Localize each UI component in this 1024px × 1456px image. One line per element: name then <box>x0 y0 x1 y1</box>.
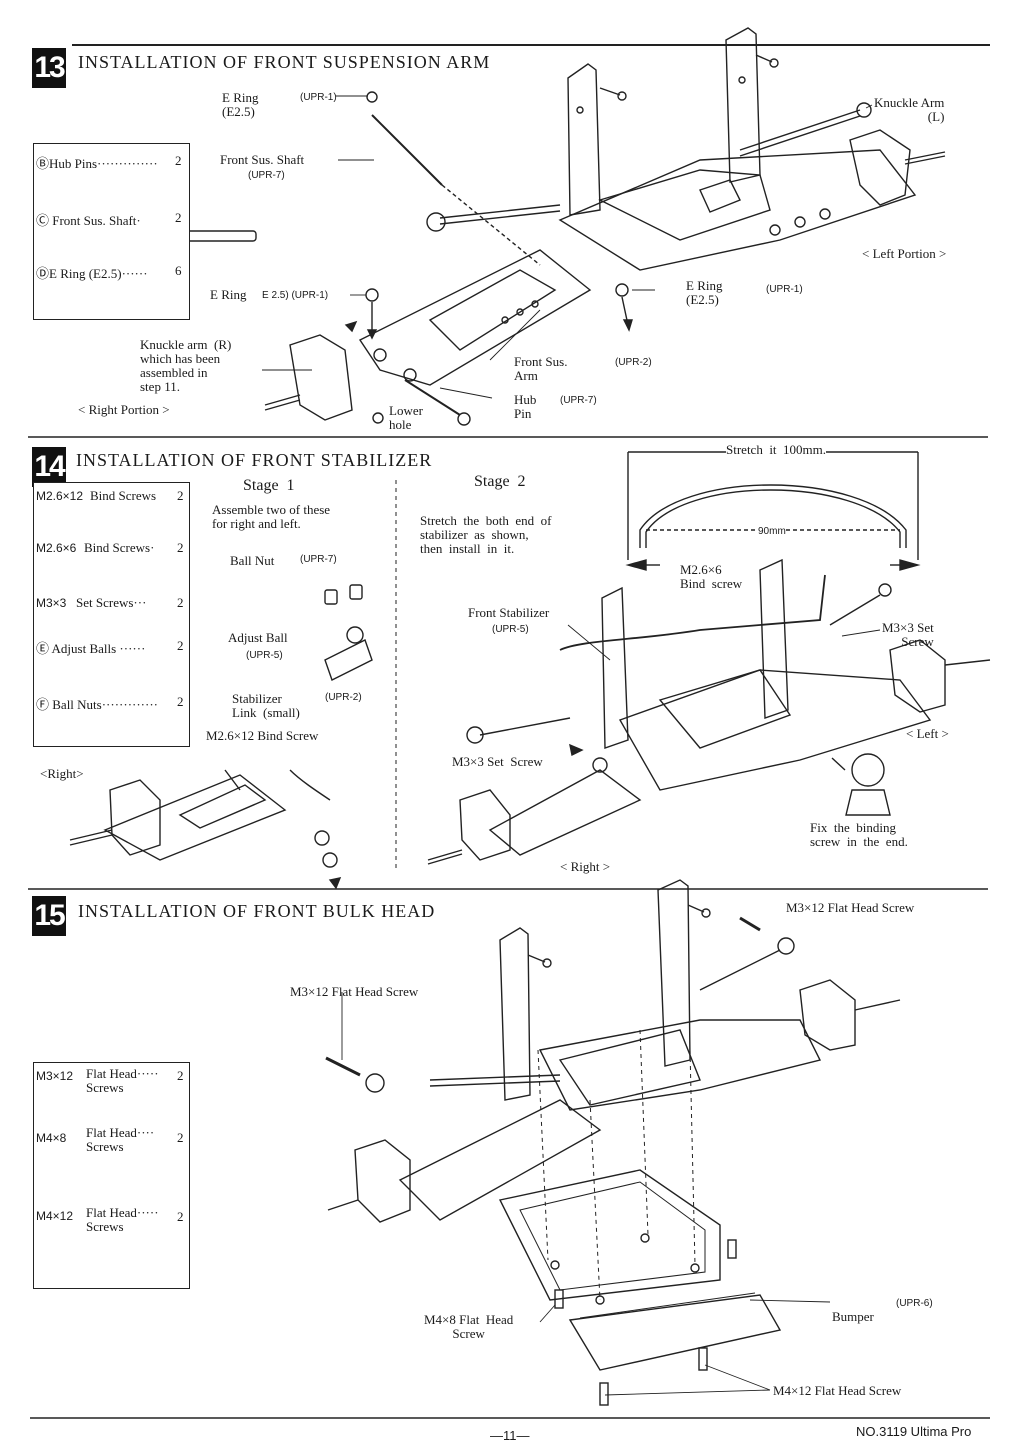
parts-item-name: Set Screws··· <box>76 595 147 610</box>
parts-list-15: M3×12 Flat Head····· Screws 2 M4×8 Flat … <box>33 1062 190 1289</box>
stage1-instructions: Assemble two of these for right and left… <box>212 502 331 531</box>
label-m4x8: M4×8 Flat Head Screw <box>424 1312 514 1341</box>
label-e-ring-right: E Ring (E2.5) <box>686 278 723 307</box>
parts-item-name: Bind Screws <box>90 488 157 503</box>
label-adjust-ball: Adjust Ball <box>228 630 288 645</box>
label-m3x12-top-right: M3×12 Flat Head Screw <box>786 900 915 915</box>
parts-item-qty: 2 <box>175 153 182 168</box>
label-e-ring-top: E Ring (E2.5) <box>222 90 259 119</box>
parts-item-qty: 2 <box>177 1209 184 1224</box>
label-stretch-100mm: Stretch it 100mm. <box>726 442 827 457</box>
parts-list-13: ⒷHub Pins·············· 2 Ⓒ Front Sus. S… <box>33 143 190 320</box>
parts-item-name: Ⓒ Front Sus. Shaft· <box>36 213 141 228</box>
label-ball-nut: Ball Nut <box>230 553 275 568</box>
stabilizer-stage1-drawing <box>69 584 373 890</box>
label-fix-binding-screw: Fix the binding screw in the end. <box>810 820 908 849</box>
parts-item-qty: 2 <box>177 540 184 555</box>
parts-item-qty: 2 <box>175 210 182 225</box>
label-knuckle-arm-l: Knuckle Arm (L) <box>874 95 945 124</box>
code-e-ring-top: (UPR-1) <box>300 92 337 103</box>
parts-item-name: Flat Head····· Screws <box>86 1066 159 1095</box>
parts-list-14: M2.6×12 Bind Screws 2 M2.6×6 Bind Screws… <box>33 482 190 747</box>
stage2-instructions: Stretch the both end of stabilizer as sh… <box>420 513 552 556</box>
code-bumper: (UPR-6) <box>896 1298 933 1309</box>
parts-item-code: M2.6×6 <box>36 541 77 555</box>
parts-item-name: Bind Screws· <box>84 540 155 555</box>
label-m4x12: M4×12 Flat Head Screw <box>773 1383 902 1398</box>
label-bind-screw-12: M2.6×12 Bind Screw <box>206 728 319 743</box>
parts-item-code: M2.6×12 <box>36 489 84 503</box>
code-hub-pin: (UPR-7) <box>560 395 597 406</box>
step-number-13: 13 <box>32 48 66 88</box>
label-right-2: < Right > <box>560 859 611 874</box>
parts-item-name: Flat Head····· Screws <box>86 1205 159 1234</box>
parts-item-name: Ⓔ Adjust Balls ······ <box>36 641 146 656</box>
code-front-sus-shaft: (UPR-7) <box>248 170 285 181</box>
step-number-14: 14 <box>32 447 66 487</box>
label-90mm: 90mm <box>758 526 786 537</box>
label-front-stabilizer: Front Stabilizer <box>468 605 550 620</box>
parts-item-qty: 2 <box>177 1130 184 1145</box>
label-e-ring-left: E Ring <box>210 287 247 302</box>
parts-item-qty: 2 <box>177 488 184 503</box>
parts-item-qty: 2 <box>177 595 184 610</box>
label-right-portion: < Right Portion > <box>78 402 170 417</box>
parts-item-code: M3×3 <box>36 596 67 610</box>
code-e-ring-right: (UPR-1) <box>766 284 803 295</box>
label-set-screw-right: M3×3 Set Screw <box>882 620 934 649</box>
parts-item-name: ⒹE Ring (E2.5)······ <box>36 266 148 281</box>
parts-item-name: ⒷHub Pins·············· <box>36 156 158 171</box>
parts-item-name: Ⓕ Ball Nuts············· <box>36 697 159 712</box>
label-m3x12-left: M3×12 Flat Head Screw <box>290 984 419 999</box>
section-title-14: INSTALLATION OF FRONT STABILIZER <box>76 450 433 470</box>
parts-item-qty: 6 <box>175 263 182 278</box>
front-bulk-head-drawing <box>325 879 901 1406</box>
label-left-portion: < Left Portion > <box>862 246 947 261</box>
model-number: NO.3119 Ultima Pro <box>856 1424 972 1439</box>
page-number: —11— <box>490 1428 530 1443</box>
parts-item-name: Flat Head···· Screws <box>86 1125 155 1154</box>
label-bumper: Bumper <box>832 1309 874 1324</box>
front-suspension-arm-drawing <box>264 27 946 426</box>
section-title-15: INSTALLATION OF FRONT BULK HEAD <box>78 901 436 921</box>
parts-item-qty: 2 <box>177 694 184 709</box>
stage1-heading: Stage 1 <box>243 477 295 494</box>
label-hub-pin: Hub Pin <box>514 392 537 421</box>
label-bind-screw-6: M2.6×6 Bind screw <box>680 562 743 591</box>
label-front-sus-shaft: Front Sus. Shaft <box>220 152 305 167</box>
parts-item-qty: 2 <box>177 638 184 653</box>
section-title-13: INSTALLATION OF FRONT SUSPENSION ARM <box>78 52 491 72</box>
parts-item-code: M3×12 <box>36 1069 74 1083</box>
code-front-stabilizer: (UPR-5) <box>492 624 529 635</box>
parts-item-code: M4×8 <box>36 1131 67 1145</box>
label-right: <Right> <box>40 766 84 781</box>
step-number-15: 15 <box>32 896 66 936</box>
label-set-screw-left: M3×3 Set Screw <box>452 754 543 769</box>
section-13-top-rule <box>72 44 990 46</box>
code-adjust-ball: (UPR-5) <box>246 650 283 661</box>
code-front-sus-arm: (UPR-2) <box>615 357 652 368</box>
label-stabilizer-link: Stabilizer Link (small) <box>232 691 300 720</box>
code-stabilizer-link: (UPR-2) <box>325 692 362 703</box>
label-left: < Left > <box>906 726 949 741</box>
label-front-sus-arm: Front Sus. Arm <box>514 354 568 383</box>
code-ball-nut: (UPR-7) <box>300 554 337 565</box>
code-e-ring-left: E 2.5) (UPR-1) <box>262 290 329 301</box>
label-knuckle-arm-r: Knuckle arm (R) which has been assembled… <box>140 337 232 394</box>
parts-item-qty: 2 <box>177 1068 184 1083</box>
stage2-heading: Stage 2 <box>474 473 526 490</box>
label-lower-hole: Lower hole <box>389 403 423 432</box>
parts-item-code: M4×12 <box>36 1209 74 1223</box>
